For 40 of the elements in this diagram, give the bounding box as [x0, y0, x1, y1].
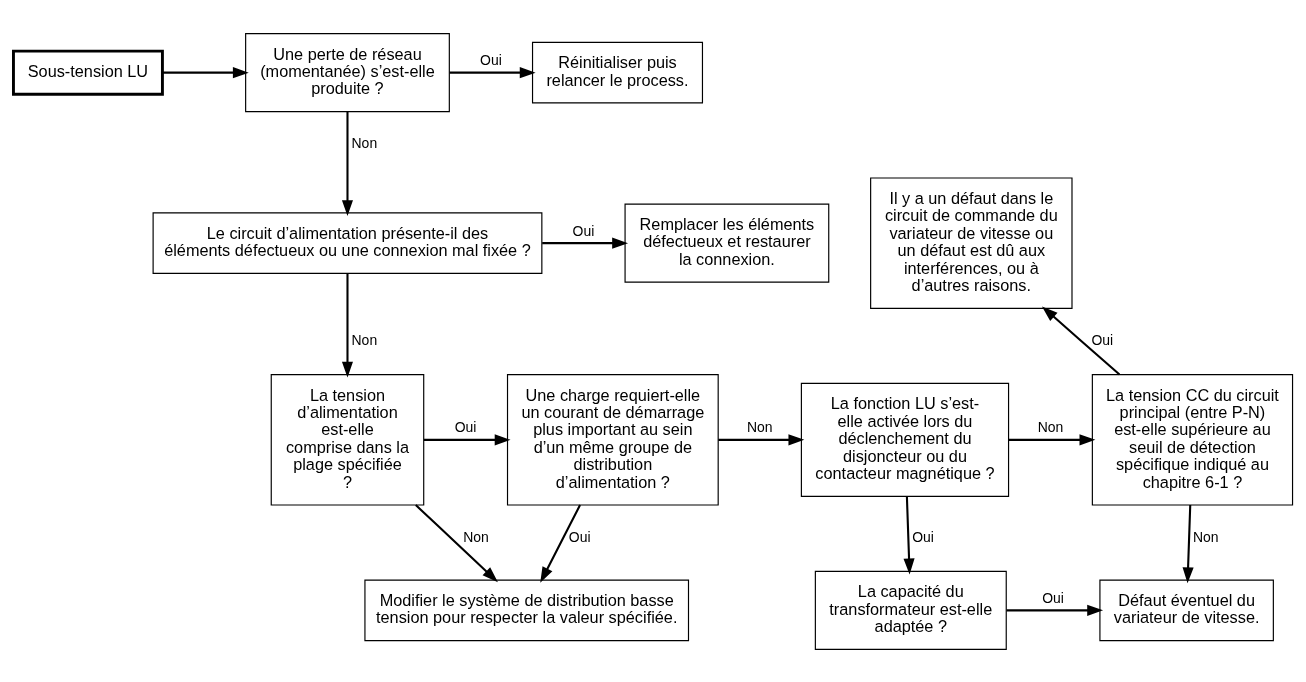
- edge-label: Oui: [454, 418, 477, 435]
- edge-label: Oui: [1091, 331, 1114, 348]
- node-box: La tension d’alimentation est-elle comprise dans la plage spécifiée ?: [270, 373, 425, 506]
- arrow: [1182, 504, 1194, 583]
- node-box: Sous-tension LU: [12, 49, 164, 96]
- node-box: Le circuit d’alimentation présente-il des éléments défectueux ou une connexion mal fixée ?: [152, 211, 543, 274]
- node-box: Il y a un défaut dans le circuit de commande du variateur de vitesse ou un défaut est dû aux interférences, ou à d’autres raisons.: [870, 176, 1073, 309]
- edge-label: Non: [351, 134, 378, 151]
- node-box: Remplacer les éléments défectueux et restaurer la connexion.: [624, 203, 830, 283]
- edge-label: Oui: [912, 528, 934, 545]
- edge-label: Oui: [572, 222, 595, 239]
- node-box: Une perte de réseau (momentanée) s’est-elle produite ?: [245, 32, 450, 112]
- node-box: La capacité du transformateur est-elle adaptée ?: [814, 570, 1007, 650]
- node-box: Modifier le système de distribution basse tension pour respecter la valeur spécifiée.: [364, 579, 690, 641]
- arrow: [903, 496, 915, 574]
- arrow: [415, 503, 498, 582]
- arrow: [540, 504, 581, 583]
- edge-label: Non: [1193, 528, 1219, 545]
- arrow: [1008, 433, 1096, 445]
- edge-label: Non: [351, 331, 378, 348]
- node-box: Défaut éventuel du variateur de vitesse.: [1099, 579, 1274, 641]
- edge-label: Non: [463, 528, 489, 545]
- edge-label: Oui: [1042, 589, 1064, 606]
- edge-label: Non: [746, 418, 773, 435]
- arrow: [423, 433, 511, 445]
- arrow: [1041, 305, 1121, 375]
- arrow: [718, 433, 805, 445]
- arrow: [542, 237, 628, 249]
- node-box: La fonction LU s’est-elle activée lors du déclenchement du disjoncteur ou du contacteur magnétique ?: [800, 382, 1010, 497]
- arrow: [341, 272, 354, 378]
- edge-label: Non: [1037, 418, 1064, 435]
- arrow: [162, 66, 249, 78]
- node-box: La tension CC du circuit principal (entre P-N) est-elle supérieure au seuil de détection spécifique indiqué au chapitre 6-1 ?: [1091, 373, 1294, 506]
- arrow: [449, 66, 536, 78]
- edge-label: Oui: [480, 51, 502, 68]
- arrow: [341, 111, 354, 216]
- node-box: Réinitialiser puis relancer le process.: [531, 41, 704, 103]
- arrow: [1006, 604, 1104, 616]
- node-box: Une charge requiert-elle un courant de démarrage plus important au sein d’un même groupe de distribution d’alimentation ?: [506, 373, 719, 506]
- edge-label: Oui: [568, 528, 591, 545]
